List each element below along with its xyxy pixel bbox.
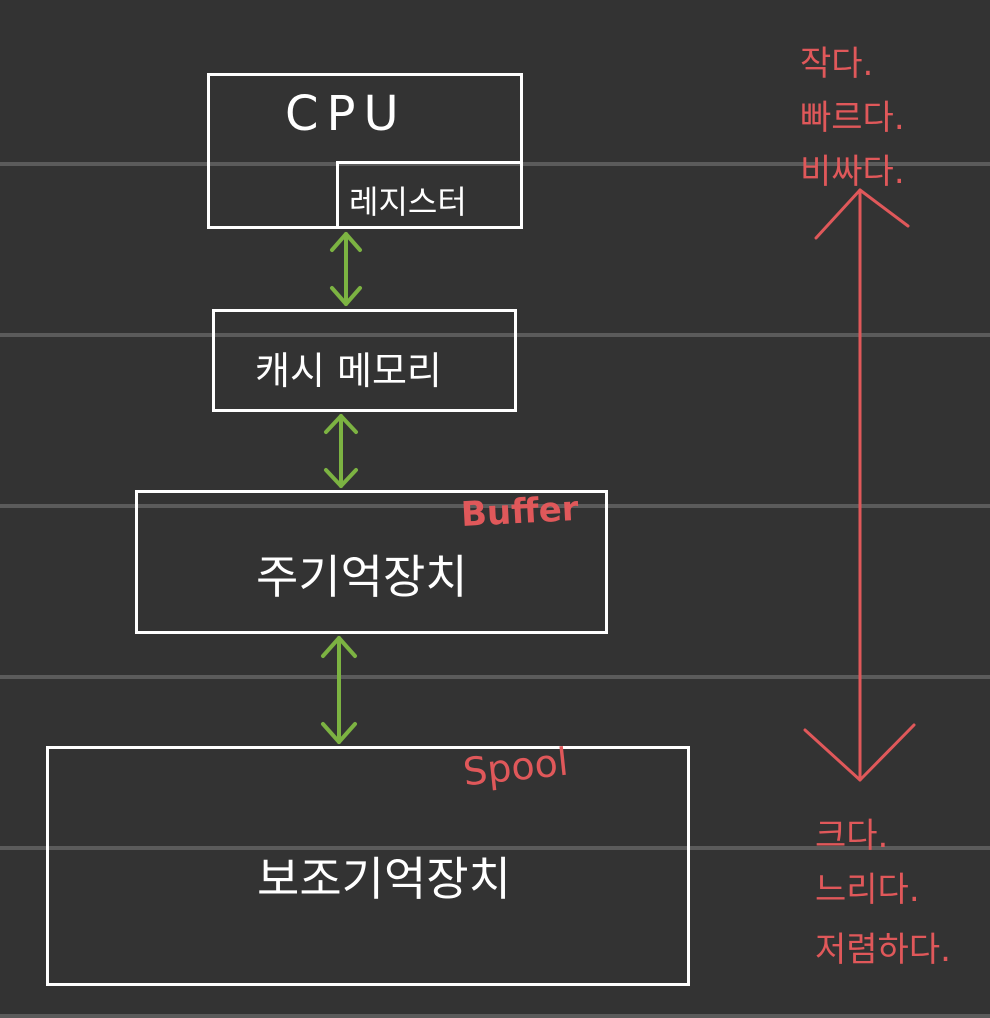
cpu-label: CPU [285, 86, 407, 142]
ruled-line [0, 1014, 990, 1018]
note-small: 작다. [800, 44, 874, 84]
note-expensive: 비싸다. [800, 152, 905, 192]
buffer-note: Buffer [460, 488, 580, 536]
register-box: 레지스터 [336, 161, 523, 229]
note-slow: 느리다. [815, 870, 920, 910]
secondary-storage-box: 보조기억장치 [46, 746, 690, 986]
note-cheap: 저렴하다. [815, 930, 951, 970]
arrow-main-to-secondary [321, 636, 357, 744]
cpu-box: CPU 레지스터 [207, 73, 523, 229]
arrow-cpu-to-cache [330, 232, 362, 306]
main-memory-box: 주기억장치 [135, 490, 608, 634]
main-memory-label: 주기억장치 [256, 550, 468, 604]
secondary-storage-label: 보조기억장치 [257, 852, 511, 906]
note-fast: 빠르다. [800, 98, 905, 138]
ruled-line [0, 846, 990, 850]
ruled-line [0, 504, 990, 508]
cache-memory-label: 캐시 메모리 [255, 349, 442, 393]
note-large: 크다. [815, 816, 889, 856]
ruled-line [0, 675, 990, 679]
ruled-line [0, 333, 990, 337]
ruled-line [0, 162, 990, 166]
arrow-cache-to-main-memory [324, 414, 358, 488]
scale-arrow [803, 188, 916, 782]
cache-memory-box: 캐시 메모리 [212, 309, 517, 412]
register-label: 레지스터 [349, 183, 467, 221]
